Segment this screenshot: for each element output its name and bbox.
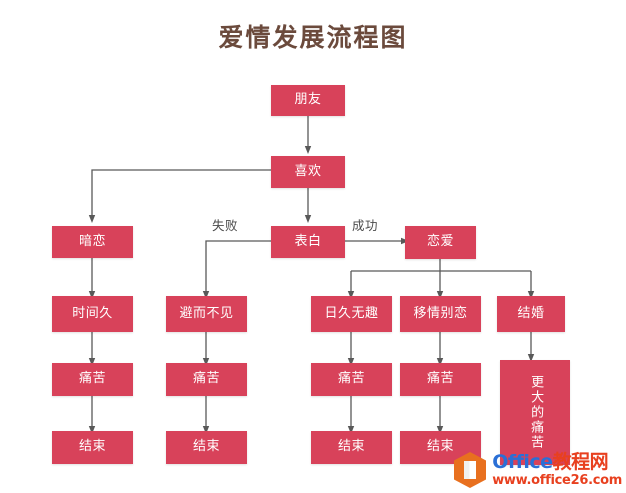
edge-label-success: 成功 xyxy=(352,218,379,233)
node-friend[interactable]: 朋友 xyxy=(271,85,345,116)
node-confess[interactable]: 表白 xyxy=(271,226,345,258)
node-dating[interactable]: 恋爱 xyxy=(405,226,476,259)
node-boring[interactable]: 日久无趣 xyxy=(311,296,392,332)
edge-label-fail: 失败 xyxy=(212,218,239,233)
page-title: 爱情发展流程图 xyxy=(218,23,408,52)
watermark-brand: Office教程网 xyxy=(492,453,622,472)
node-secret-crush[interactable]: 暗恋 xyxy=(52,226,133,258)
watermark-brand-en: Office xyxy=(492,451,553,473)
watermark-text: Office教程网 www.office26.com xyxy=(492,453,622,488)
node-pain-3[interactable]: 痛苦 xyxy=(311,363,392,396)
node-pain-4[interactable]: 痛苦 xyxy=(400,363,481,396)
node-pain-2[interactable]: 痛苦 xyxy=(166,363,247,396)
node-end-2[interactable]: 结束 xyxy=(166,431,247,464)
node-end-1[interactable]: 结束 xyxy=(52,431,133,464)
node-like[interactable]: 喜欢 xyxy=(271,156,345,188)
node-end-3[interactable]: 结束 xyxy=(311,431,392,464)
office-logo-icon xyxy=(453,451,487,489)
node-avoid[interactable]: 避而不见 xyxy=(166,296,247,332)
node-marriage[interactable]: 结婚 xyxy=(497,296,565,332)
node-pain-1[interactable]: 痛苦 xyxy=(52,363,133,396)
watermark-brand-cn: 教程网 xyxy=(552,451,609,473)
node-cheating[interactable]: 移情别恋 xyxy=(400,296,481,332)
watermark-url: www.office26.com xyxy=(492,473,622,488)
node-long-time[interactable]: 时间久 xyxy=(52,296,133,332)
watermark: Office教程网 www.office26.com xyxy=(453,451,622,489)
node-greater-pain[interactable]: 更大的痛苦 xyxy=(500,360,570,465)
